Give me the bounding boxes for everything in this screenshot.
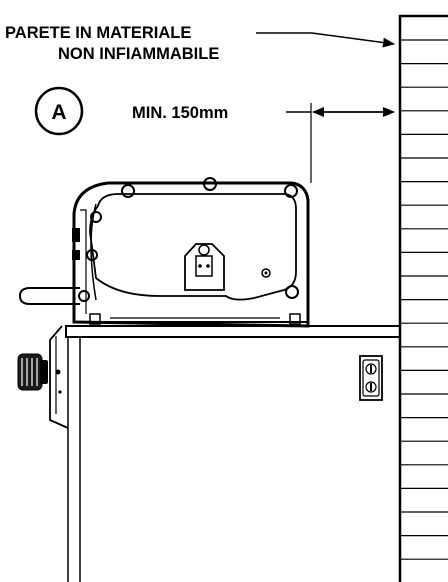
wall-leader-arrow: [256, 32, 395, 48]
figure-label-letter: A: [51, 101, 66, 124]
lid-latch: [72, 228, 80, 260]
control-panel: [49, 325, 69, 429]
wall-label-line1: PARETE IN MATERIALE: [5, 24, 191, 42]
grill-body: [72, 181, 310, 328]
grill-handle[interactable]: [18, 287, 80, 305]
clearance-dimension-label: MIN. 150mm: [132, 104, 228, 122]
electrical-outlet: [359, 355, 383, 401]
lid-bolts: [78, 177, 299, 302]
countertop-cabinet: [65, 325, 401, 582]
control-knob[interactable]: [17, 353, 48, 391]
wall-label-line2: NON INFIAMMABILE: [58, 45, 219, 63]
figure-label-badge: A: [34, 86, 84, 136]
wall-siding-lines: [400, 39, 448, 560]
non-flammable-wall: [398, 14, 448, 582]
